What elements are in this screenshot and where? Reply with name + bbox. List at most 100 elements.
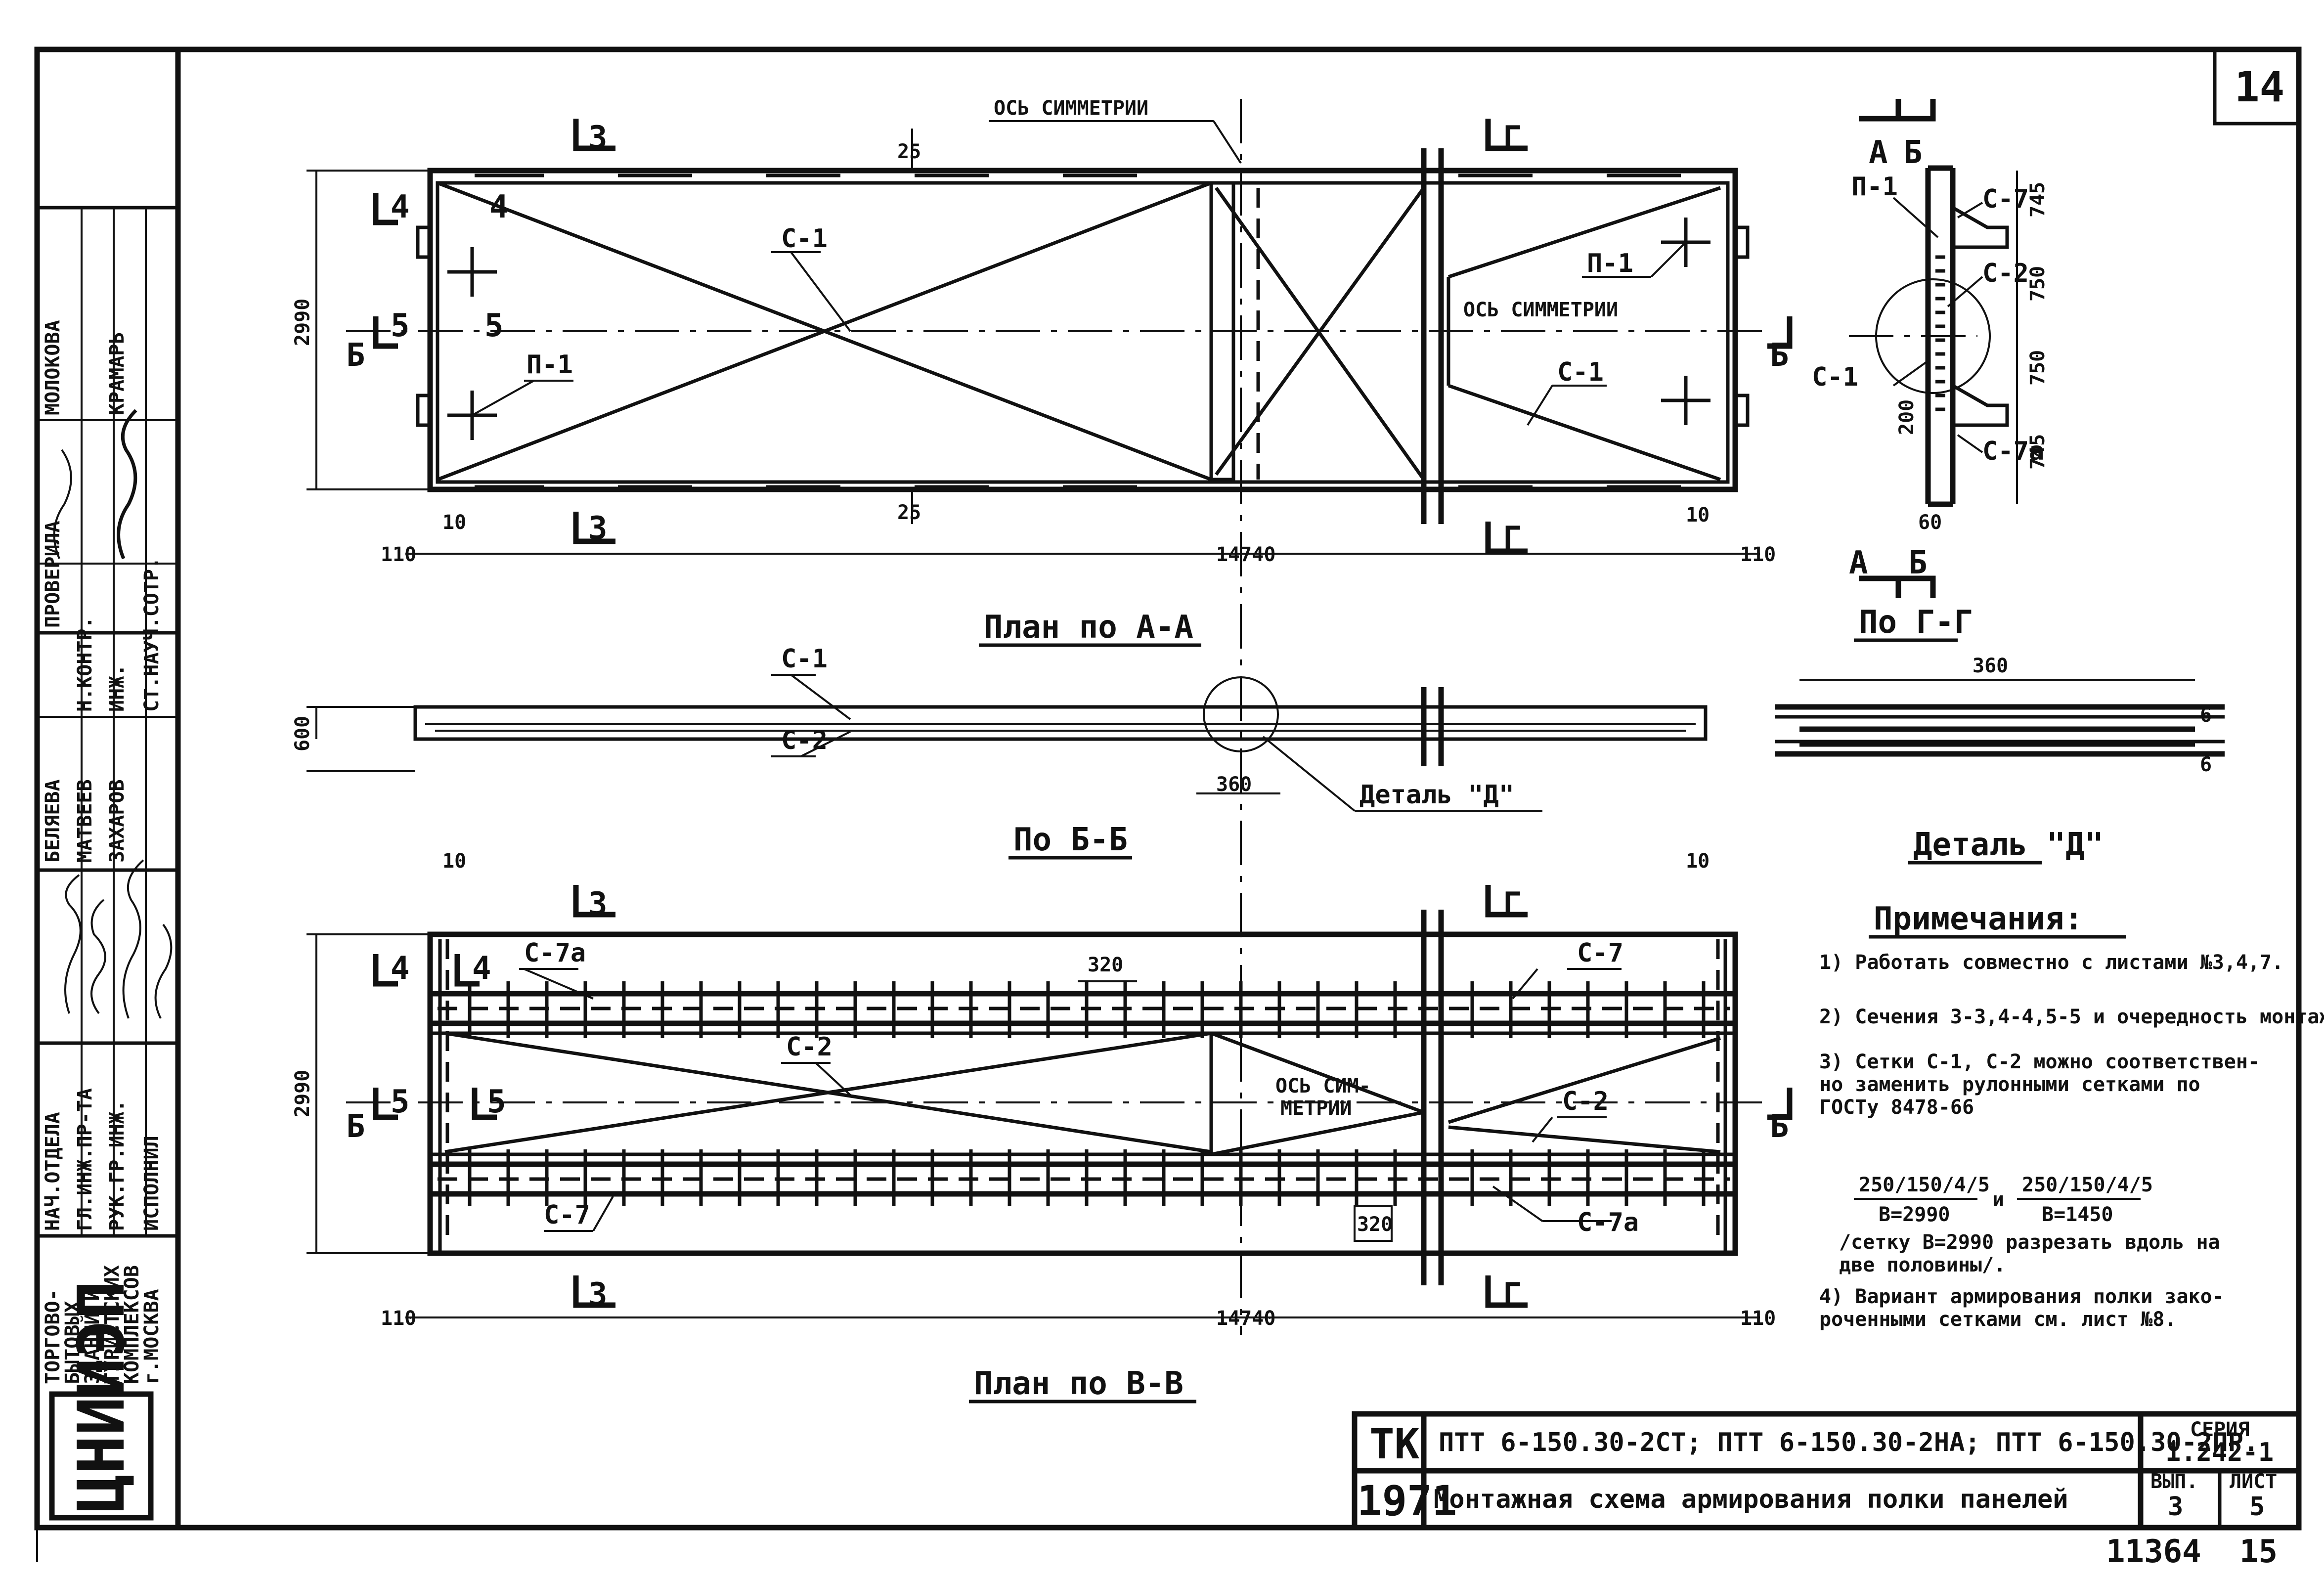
svg-text:250/150/4/5: 250/150/4/5 <box>1859 1174 1990 1196</box>
svg-text:КОМПЛЕКСОВ: КОМПЛЕКСОВ <box>121 1265 143 1384</box>
svg-text:360: 360 <box>1973 655 2008 677</box>
svg-text:10: 10 <box>442 850 466 873</box>
svg-text:Г: Г <box>1503 520 1522 557</box>
svg-text:ЗДАНИЙ И: ЗДАНИЙ И <box>80 1289 104 1384</box>
title-section-gg: По Г-Г <box>1859 604 1973 641</box>
svg-text:Г: Г <box>1503 120 1522 156</box>
svg-text:2990: 2990 <box>291 1070 314 1117</box>
svg-text:110: 110 <box>1740 543 1776 566</box>
svg-text:745: 745 <box>2026 182 2049 218</box>
svg-text:4: 4 <box>472 950 491 987</box>
svg-text:4: 4 <box>391 950 410 987</box>
tk-label: ТК <box>1369 1420 1420 1468</box>
issue-value: 3 <box>2168 1492 2183 1522</box>
svg-text:110: 110 <box>381 1307 416 1330</box>
svg-text:750: 750 <box>2026 266 2049 302</box>
label-p1-left: П-1 <box>526 350 573 380</box>
svg-text:С-2: С-2 <box>786 1032 833 1062</box>
svg-text:Б: Б <box>346 1108 365 1145</box>
svg-text:В=2990: В=2990 <box>1879 1203 1950 1226</box>
name-3: ЗАХАРОВ <box>106 779 129 863</box>
svg-text:Б: Б <box>346 337 365 374</box>
svg-text:ТОРГОВО-: ТОРГОВО- <box>42 1289 64 1384</box>
svg-text:750: 750 <box>2026 350 2049 386</box>
sheet-number-box: 14 <box>2213 47 2301 126</box>
svg-text:С-2: С-2 <box>1562 1087 1609 1116</box>
detail-reference: Деталь "Д" <box>1359 780 1514 810</box>
svg-text:360: 360 <box>1216 773 1252 796</box>
svg-text:6: 6 <box>2200 753 2212 776</box>
svg-text:С-7: С-7 <box>1982 184 2029 214</box>
svg-text:3: 3 <box>588 886 608 922</box>
svg-text:Б: Б <box>1770 337 1789 374</box>
svg-text:10: 10 <box>1686 504 1710 526</box>
title-plan-aa: План по А-А <box>984 609 1193 646</box>
svg-text:С-7а: С-7а <box>524 938 586 968</box>
label-axis-top: ОСЬ СИММЕТРИИ <box>994 97 1148 120</box>
svg-text:5: 5 <box>484 307 504 344</box>
title-block: ТК 1971 ПТТ 6-150.30-2СТ; ПТТ 6-150.30-2… <box>1352 1411 2302 1531</box>
svg-text:С-1: С-1 <box>781 644 828 674</box>
svg-text:60: 60 <box>1918 511 1942 534</box>
plan-aa: С-1 П-1 П-1 С-1 ОСЬ СИММЕТРИИ ОСЬ СИММЕТ… <box>291 97 1793 647</box>
sheet-number: 14 <box>2235 63 2284 111</box>
logo-cniiep: ЦНИИЭП <box>49 1280 154 1521</box>
svg-text:В=1450: В=1450 <box>2042 1203 2113 1226</box>
check-name-2: КРАМАРЬ <box>106 332 129 415</box>
name-2: МАТВЕЕВ <box>74 779 96 863</box>
check-name-1: МОЛОКОВА <box>42 320 64 415</box>
svg-text:ЦНИИЭП: ЦНИИЭП <box>64 1280 139 1513</box>
svg-text:320: 320 <box>1357 1213 1393 1236</box>
check-role-1: Н.КОНТР. <box>74 616 96 712</box>
label-c1-top: С-1 <box>781 224 828 254</box>
label-axis-mid: ОСЬ СИММЕТРИИ <box>1463 299 1618 321</box>
note-1: 1) Работать совместно с листами №3,4,7. <box>1819 951 2283 974</box>
svg-text:320: 320 <box>1088 954 1123 976</box>
svg-text:С-7: С-7 <box>1577 938 1623 968</box>
sheet-value: 5 <box>2249 1492 2265 1522</box>
svg-text:4: 4 <box>391 189 410 225</box>
svg-text:Б: Б <box>1770 1108 1789 1145</box>
svg-text:Г: Г <box>1503 886 1522 922</box>
svg-text:А: А <box>1849 545 1868 581</box>
left-stamp: НАЧ.ОТДЕЛА ГЛ.ИНЖ.ПР-ТА РУК.ГР.ИНЖ. ИСПО… <box>37 206 178 1521</box>
notes-title: Примечания: <box>1874 901 2083 937</box>
svg-text:ТУРИСТСКИХ: ТУРИСТСКИХ <box>101 1265 124 1384</box>
check-role-3: СТ.НАУЧ.СОТР. <box>140 557 163 712</box>
svg-text:4: 4 <box>489 189 509 225</box>
svg-text:10: 10 <box>442 511 466 534</box>
svg-text:и: и <box>1992 1188 2004 1211</box>
label-p1-right: П-1 <box>1587 249 1633 278</box>
section-bb: С-1 С-2 Деталь "Д" 600 360 По Б-Б <box>291 644 1708 860</box>
svg-text:ОСЬ СИМ-: ОСЬ СИМ- <box>1275 1075 1371 1097</box>
label-c1-right: С-1 <box>1557 357 1604 387</box>
role-1: НАЧ.ОТДЕЛА <box>42 1112 64 1231</box>
svg-text:3: 3 <box>588 510 608 547</box>
check-role-2: ИНЖ. <box>106 664 129 712</box>
svg-text:СЕРИЯ: СЕРИЯ <box>2190 1418 2249 1441</box>
section-gg: А Б А Б П-1 С-7 С-2 С-1 С-7а 745 750 750… <box>1812 99 2049 642</box>
title-detail: Деталь "Д" <box>1913 827 2104 863</box>
svg-text:745: 745 <box>2026 434 2049 470</box>
sheet-title: Монтажная схема армирования полки панеле… <box>1434 1485 2068 1514</box>
note-3: 3) Сетки С-1, С-2 можно соответствен- но… <box>1819 1051 2260 1119</box>
sheet-frame <box>34 46 2302 1562</box>
page-number: 15 <box>2239 1534 2278 1570</box>
svg-text:П-1: П-1 <box>1851 172 1898 202</box>
title-section-bb: По Б-Б <box>1013 822 1128 858</box>
svg-text:25: 25 <box>897 501 921 524</box>
dim-14740-a: 14740 <box>1216 543 1275 566</box>
note-4: 4) Вариант армирования полки зако- рочен… <box>1819 1285 2224 1331</box>
dim-2990-a: 2990 <box>291 299 314 346</box>
svg-text:Б: Б <box>1903 134 1923 171</box>
title-plan-vv: План по В-В <box>974 1365 1184 1402</box>
notes: Примечания: 1) Работать совместно с лист… <box>1819 901 2324 1331</box>
organization: ТОРГОВО- БЫТОВЫХ ЗДАНИЙ И ТУРИСТСКИХ КОМ… <box>42 1265 163 1384</box>
series-value: 1.242-1 <box>2165 1438 2274 1467</box>
archive-number: 11364 <box>2106 1534 2201 1570</box>
role-2: ГЛ.ИНЖ.ПР-ТА <box>74 1088 96 1231</box>
svg-text:3: 3 <box>588 1276 608 1313</box>
svg-text:С-7а: С-7а <box>1982 437 2044 466</box>
detail-d: 360 6 6 Деталь "Д" <box>1775 655 2225 865</box>
